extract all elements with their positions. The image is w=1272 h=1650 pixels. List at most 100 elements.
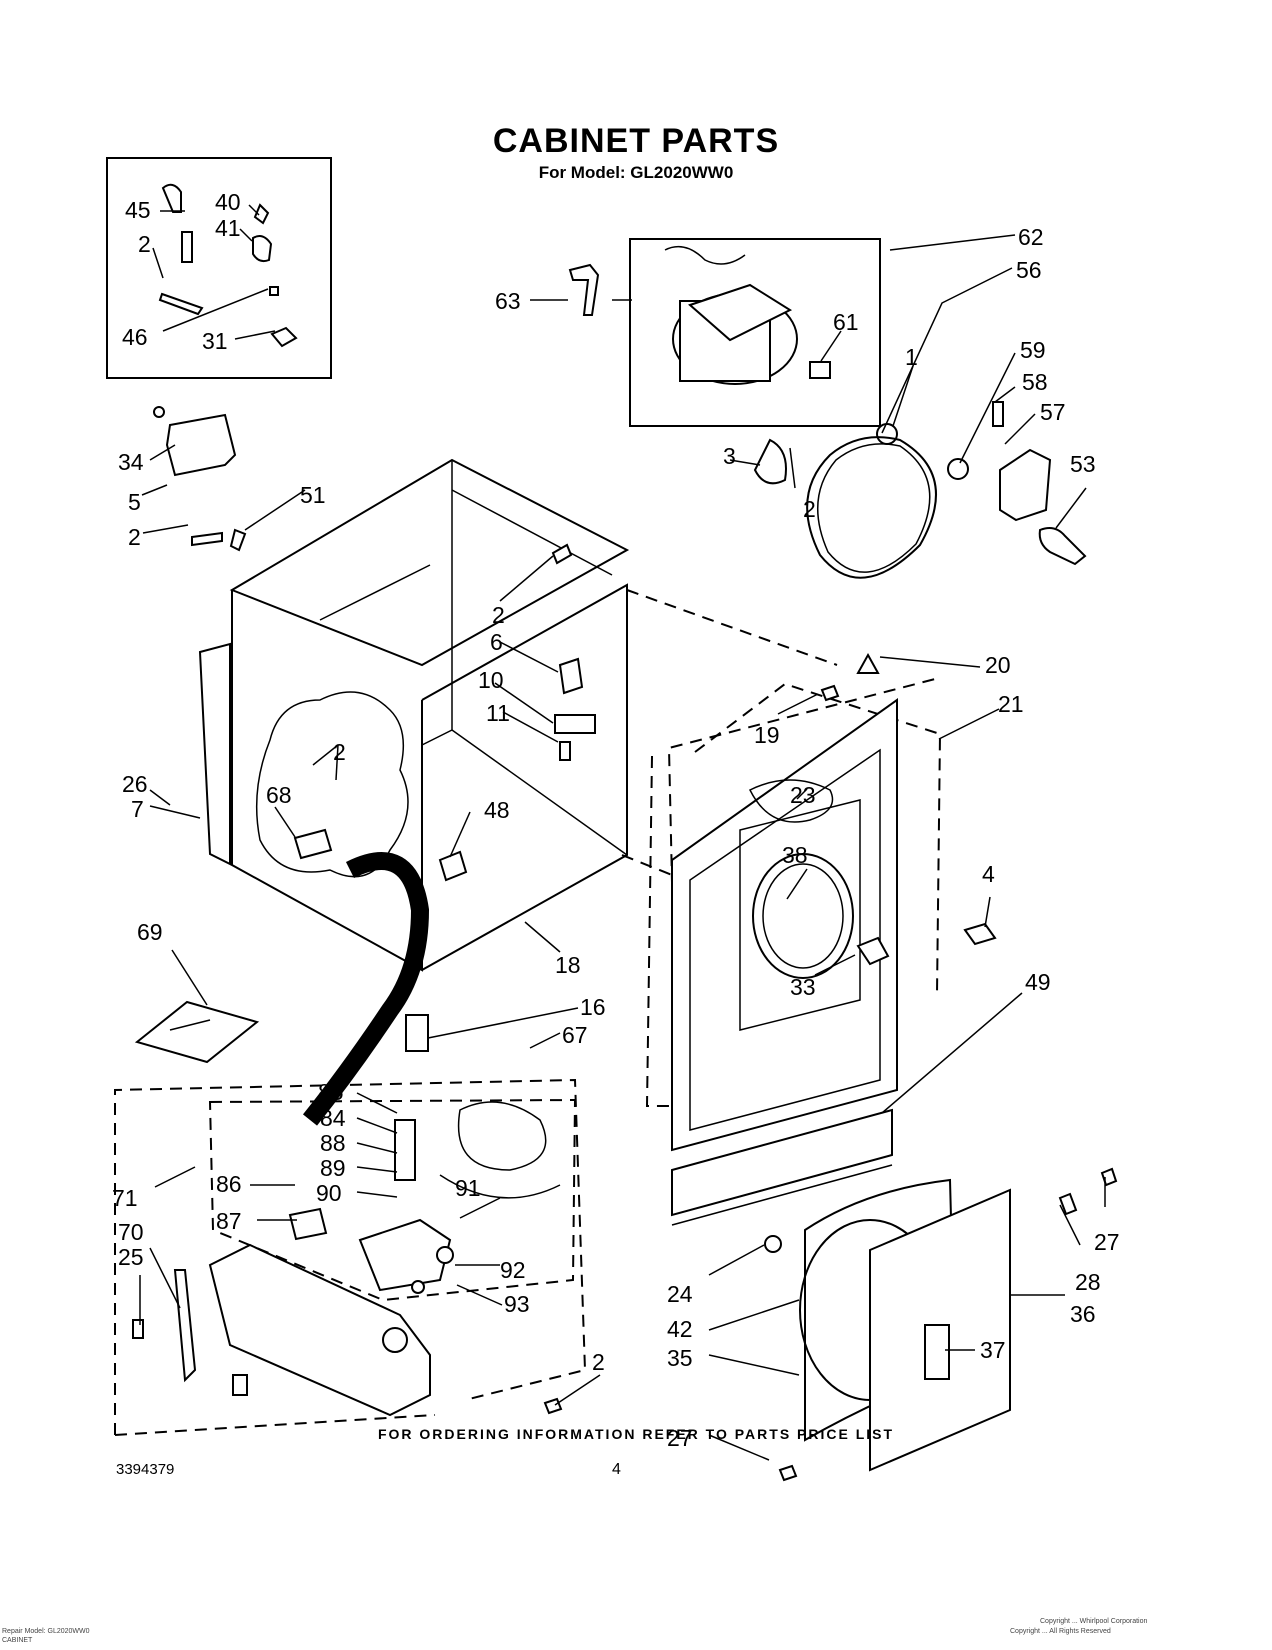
callout-63: 63 (495, 288, 521, 314)
cabinet-top-opening (229, 458, 630, 667)
control-group-dashed-box (114, 1078, 587, 1435)
callout-89: 89 (320, 1155, 346, 1181)
callout-58: 58 (1022, 369, 1048, 395)
part-68-bracket (293, 828, 333, 860)
callout-85: 85 (318, 1079, 344, 1105)
callout-69: 69 (137, 919, 163, 945)
callout-93: 93 (504, 1291, 530, 1317)
model-subtitle: For Model: GL2020WW0 (538, 163, 734, 182)
part-27-screw-bottom (778, 1464, 798, 1482)
fine-print-left-2: CABINET (2, 1637, 33, 1644)
part-63-bracket (568, 263, 600, 316)
callout-34: 34 (118, 449, 144, 475)
callout-10: 10 (478, 667, 504, 693)
callout-16: 16 (580, 994, 606, 1020)
part-6-shape (558, 657, 584, 695)
callout-28: 28 (1075, 1269, 1101, 1295)
callout-26: 26 (122, 771, 148, 797)
callout-91: 91 (455, 1175, 481, 1201)
callout-18: 18 (555, 952, 581, 978)
inset-box-small-parts (106, 157, 332, 379)
cabinet-left-side (231, 590, 423, 972)
callout-3: 3 (723, 443, 736, 469)
callout-41: 41 (215, 215, 241, 241)
callout-70: 70 (118, 1219, 144, 1245)
callout-19: 19 (754, 722, 780, 748)
callout-57: 57 (1040, 399, 1066, 425)
part-59-nut (947, 458, 969, 480)
part-58-spring (992, 401, 1004, 427)
callout-2f: 2 (592, 1349, 605, 1375)
part-31-shape (270, 326, 298, 348)
part-2-bolt (181, 231, 193, 263)
part-28-shape (1058, 1192, 1078, 1216)
callout-84: 84 (320, 1105, 346, 1131)
callout-6: 6 (490, 629, 503, 655)
callout-56: 56 (1016, 257, 1042, 283)
part-3-shape (753, 438, 787, 485)
part-53-shape (1038, 527, 1087, 566)
ordering-note: FOR ORDERING INFORMATION REFER TO PARTS … (377, 1426, 895, 1442)
inner-control-box (208, 1098, 577, 1302)
callout-labels: 45 40 41 2 46 31 34 5 51 2 63 62 56 61 1… (112, 189, 1120, 1451)
page-title: CABINET PARTS (492, 122, 780, 160)
callout-21: 21 (998, 691, 1024, 717)
motor-group-box (629, 238, 881, 427)
part-48-clip (438, 850, 468, 882)
part-19-shape (820, 684, 840, 702)
callout-2e: 2 (333, 739, 346, 765)
burner-bracket (208, 1243, 431, 1417)
callout-48: 48 (484, 797, 510, 823)
leader-lines (139, 204, 1106, 1461)
callout-35: 35 (667, 1345, 693, 1371)
callout-31: 31 (202, 328, 228, 354)
callout-61: 61 (833, 309, 859, 335)
callout-92: 92 (500, 1257, 526, 1283)
part-91-harness (457, 1101, 547, 1171)
part-4-shape (963, 922, 997, 946)
callout-5: 5 (128, 489, 141, 515)
callout-68: 68 (266, 782, 292, 808)
part-10-switch (554, 714, 596, 734)
document-number: 3394379 (116, 1461, 175, 1478)
part-2-screw-mid (551, 543, 573, 565)
callout-51: 51 (300, 482, 326, 508)
callout-40: 40 (215, 189, 241, 215)
part-5-bracket (165, 413, 237, 477)
part-2-screw-left (191, 531, 223, 547)
callout-59: 59 (1020, 337, 1046, 363)
part-20-shape (856, 652, 880, 674)
callout-37: 37 (980, 1337, 1006, 1363)
callout-27: 27 (1094, 1229, 1120, 1255)
callout-67: 67 (562, 1022, 588, 1048)
part-33-shape (856, 936, 890, 966)
page-number: 4 (612, 1461, 621, 1478)
callout-4: 4 (982, 861, 995, 887)
part-1-pulley (876, 423, 898, 445)
callout-62: 62 (1018, 224, 1044, 250)
part-25-shape (132, 1319, 144, 1339)
part-38-seal (752, 853, 854, 979)
part-37-handle (924, 1324, 950, 1380)
part-34-screw (153, 406, 165, 418)
callout-20: 20 (985, 652, 1011, 678)
cabinet-front-frame (421, 583, 628, 971)
callout-86: 86 (216, 1171, 242, 1197)
part-16-foot (405, 1014, 429, 1052)
part-11-screw (559, 741, 571, 761)
callout-27b: 27 (667, 1425, 693, 1451)
part-27-screw-right (1100, 1167, 1118, 1187)
fine-print-right-1: Copyright ... Whirlpool Corporation (1040, 1618, 1148, 1625)
part-84-shape (394, 1119, 416, 1181)
callout-2: 2 (138, 231, 151, 257)
callout-88: 88 (320, 1130, 346, 1156)
wire-harness-hose (302, 852, 430, 1126)
part-2-screw-bottom (543, 1397, 563, 1415)
part-24-shape (764, 1235, 782, 1253)
callout-53: 53 (1070, 451, 1096, 477)
part-51-clip (229, 528, 247, 552)
part-92-shape (436, 1246, 454, 1264)
callout-49: 49 (1025, 969, 1051, 995)
